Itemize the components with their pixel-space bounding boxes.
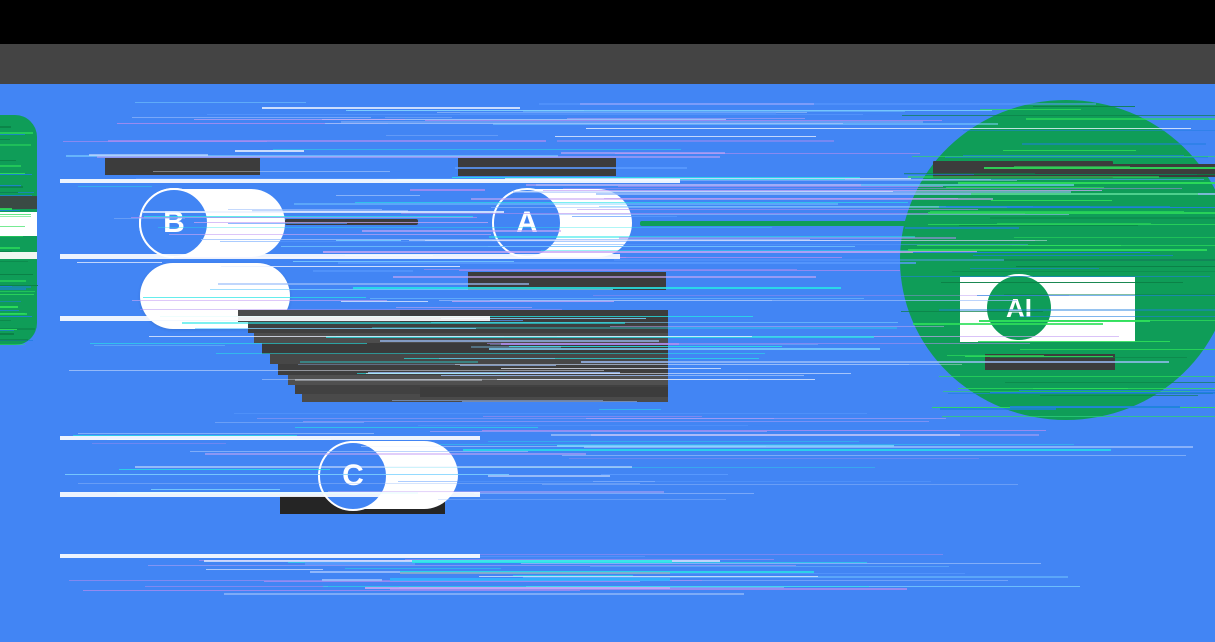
node-a-label-bottom bbox=[468, 272, 666, 290]
node-a-badge[interactable]: A bbox=[492, 188, 562, 258]
node-a-label-top bbox=[458, 158, 616, 176]
ai-blob bbox=[900, 100, 1215, 420]
node-c-badge[interactable]: C bbox=[318, 441, 388, 511]
node-b-badge-front[interactable]: B bbox=[139, 188, 209, 258]
top-black-band bbox=[0, 0, 1215, 44]
left-partial-card bbox=[0, 212, 37, 236]
graph-canvas[interactable]: AI B B A bbox=[0, 84, 1215, 642]
node-b-card bbox=[140, 263, 290, 329]
window-header-bar[interactable]: Untitled bbox=[0, 44, 1215, 115]
ai-node-badge[interactable]: AI bbox=[985, 274, 1053, 342]
edge-a-to-ai[interactable] bbox=[640, 221, 920, 226]
edge-b-to-a[interactable] bbox=[285, 219, 418, 225]
node-b-label-top bbox=[105, 158, 260, 175]
